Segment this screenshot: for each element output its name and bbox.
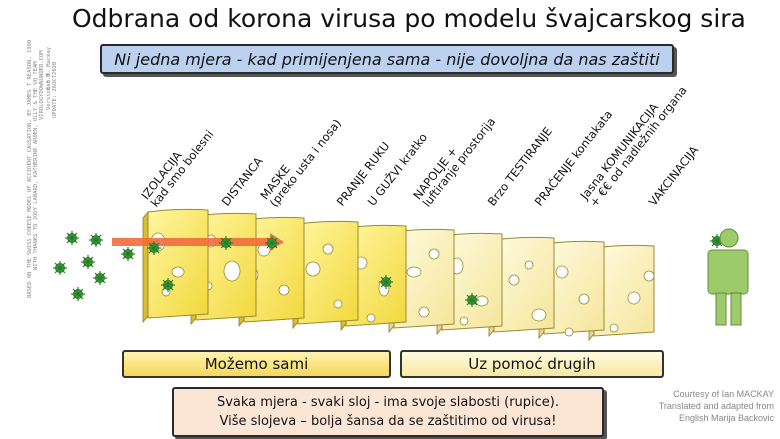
virus-icon [464, 292, 480, 308]
page-title: Odbrana od korona virusa po modelu švajc… [72, 4, 746, 33]
virus-icon [120, 246, 136, 262]
virus-icon [218, 235, 234, 251]
virus-icon [160, 277, 176, 293]
credit-line-2: Translated and adapted from [658, 401, 774, 411]
subtitle-box: Ni jedna mjera - kad primijenjena sama -… [100, 44, 674, 74]
credit-note: Courtesy of Ian MACKAY Translated and ad… [624, 388, 774, 424]
summary-box: Svaka mjera - svaki sloj - ima svoje sla… [172, 387, 604, 437]
virus-icon [92, 270, 108, 286]
banner-shared: Uz pomoć drugih [400, 350, 664, 378]
virus-icon [146, 240, 162, 256]
virus-icon [80, 254, 96, 270]
banner-personal: Možemo sami [122, 350, 391, 378]
virus-icon [70, 286, 86, 302]
person-icon [707, 228, 749, 326]
credit-line-1: Courtesy of Ian MACKAY [673, 389, 774, 399]
virus-icon [378, 274, 394, 290]
virus-icon [88, 232, 104, 248]
virus-icon [52, 260, 68, 276]
credit-line-3: English Marija Backovic [678, 413, 774, 423]
virus-icon [264, 235, 280, 251]
arrow-icon [112, 233, 284, 251]
cheese-slice-icon [142, 208, 209, 324]
cheese-slices [142, 208, 655, 342]
virus-icon [64, 230, 80, 246]
summary-line-2: Više slojeva – bolja šansa da se zaštiti… [219, 414, 557, 429]
subtitle-text: Ni jedna mjera - kad primijenjena sama -… [114, 49, 660, 69]
summary-line-1: Svaka mjera - svaki sloj - ima svoje sla… [216, 395, 560, 410]
